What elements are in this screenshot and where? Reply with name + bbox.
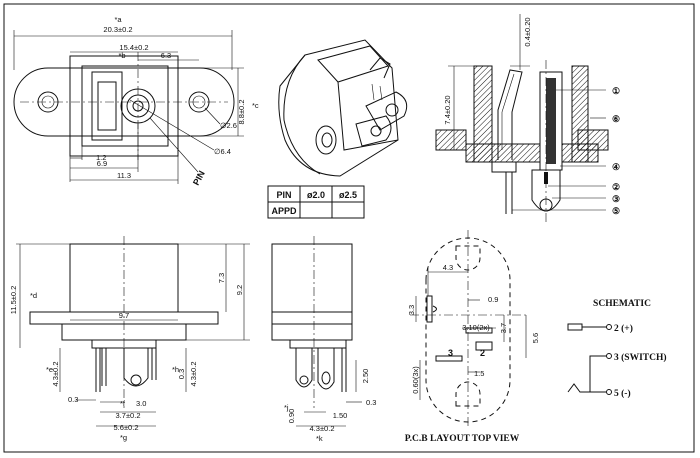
callout-4: ④	[612, 162, 620, 172]
dim-mount-hole: ∅2.6	[220, 121, 237, 130]
pcb-outline	[425, 237, 511, 423]
isometric-view	[278, 39, 408, 177]
dim-total-height: 9.2	[235, 285, 244, 295]
dim-to-center: 11.3	[117, 171, 131, 180]
schematic-switch-line	[589, 355, 606, 392]
callout-3: ③	[612, 194, 620, 204]
dim-spacing-37: 3.7±0.2	[116, 411, 141, 420]
dim-h-small: 0.3	[177, 369, 186, 379]
side-body	[271, 243, 353, 313]
dim-spacing-g: 5.6±0.2	[114, 423, 139, 432]
pcb-dim-slot-w: 0.9	[488, 295, 498, 304]
dim-height-c: 8.8±0.2	[237, 100, 246, 125]
front-view: 11.5±0.2 *d 7.3 9.2 9.7 4.3±0.2 *e 4.3±0…	[9, 236, 250, 442]
top-view: *a 20.3±0.2 15.4±0.2 *b 6.3 8.8±0.2 *c ∅…	[13, 15, 259, 187]
schematic: SCHEMATIC 2 (+) 3 (SWITCH) 5 (-)	[567, 299, 667, 399]
schematic-center-pin	[567, 323, 583, 331]
dim-pin-dia: ∅6.4	[214, 147, 231, 156]
ref-a: *a	[114, 15, 122, 24]
iso-lug-bottom	[355, 115, 392, 147]
callout-6: ⑥	[612, 114, 620, 124]
ref-k: *k	[316, 434, 323, 443]
section-dim-height: 7.4±0.20	[443, 95, 452, 124]
pin-table: PIN ø2.0 ø2.5 APPD	[267, 185, 365, 219]
callout-1: ①	[612, 86, 620, 96]
side-dim-pin-w: 0.3	[366, 398, 376, 407]
side-dim-k-w: 4.3±0.2	[310, 424, 335, 433]
pcb-dim-h1: 3.7	[499, 323, 508, 333]
dim-overall-width: 20.3±0.2	[103, 25, 132, 34]
ref-c: *c	[252, 101, 259, 110]
ref-e: *e	[46, 365, 53, 374]
pcb-dim-bottom: 0.60(3x)	[411, 366, 420, 394]
pcb-slot-left	[426, 295, 433, 323]
side-dim-j-w: 0.90	[287, 409, 296, 424]
side-dim-pin-h: 2.50	[361, 369, 370, 384]
dim-body-width: 9.7	[119, 311, 129, 320]
dim-w-left: 0.3	[68, 395, 78, 404]
iso-socket	[315, 125, 337, 155]
dim-overall-height: 11.5±0.2	[9, 286, 18, 315]
schematic-pin-5: 5 (-)	[614, 388, 631, 399]
callout-2: ②	[612, 182, 620, 192]
dim-left-off: 1.2	[96, 153, 106, 162]
section-view: 7.4±0.20 0.4±0.20 ① ⑥ ④ ② ③ ⑤	[435, 14, 620, 222]
ref-h: *h	[172, 365, 179, 374]
pcb-dim-slot-len: 3.3	[407, 305, 416, 315]
ref-b: *b	[118, 51, 125, 60]
connector-body-top	[69, 55, 179, 157]
pin-table-header-pin: PIN	[276, 190, 291, 200]
pin-table-header-20: ø2.0	[307, 190, 325, 200]
dim-width-b: 15.4±0.2	[119, 43, 148, 52]
pin-callout-label: PIN	[191, 169, 207, 187]
pcb-dim-slot-pitch: 3.10(2x)	[462, 323, 490, 332]
pcb-layout-title: P.C.B LAYOUT TOP VIEW	[405, 434, 520, 444]
sheet-border	[3, 3, 695, 453]
schematic-pin-3: 3 (SWITCH)	[614, 352, 667, 363]
front-terminal	[123, 348, 149, 387]
schematic-ground-line	[567, 383, 606, 393]
dim-spacing-f: 3.0	[136, 399, 146, 408]
pcb-pad-3: 3	[448, 348, 453, 358]
ref-g: *g	[120, 433, 127, 442]
pin-table-row-appd: APPD	[271, 206, 297, 216]
section-dim-gap: 0.4±0.20	[523, 17, 532, 46]
pin-table-header-25: ø2.5	[339, 190, 357, 200]
schematic-title: SCHEMATIC	[593, 299, 651, 309]
pcb-dim-h2: 5.6	[531, 333, 540, 343]
callout-5: ⑤	[612, 206, 620, 216]
iso-lug-top	[365, 91, 408, 131]
side-terminal-right	[317, 348, 335, 390]
iso-body-outline	[278, 39, 399, 177]
dim-pin-len-e: 4.3±0.2	[51, 362, 60, 387]
pcb-dim-w: 1.5	[474, 369, 484, 378]
ref-d: *d	[30, 291, 37, 300]
side-dim-pitch: 1.50	[333, 411, 348, 420]
dim-pin-len-h: 4.3±0.2	[189, 362, 198, 387]
ref-f: *f	[120, 399, 126, 408]
pcb-layout: 4.3 3.3 0.9 3.10(2x) 3.7 5.6 1.5 0.60(3x…	[405, 230, 540, 444]
ref-j: *j	[284, 403, 289, 412]
pcb-dim-offset: 4.3	[443, 263, 453, 272]
schematic-pin-2: 2 (+)	[614, 323, 633, 334]
dim-body-height: 7.3	[217, 273, 226, 283]
dim-offset: 6.3	[161, 51, 171, 60]
side-terminal-left	[295, 348, 313, 388]
pcb-pad-2: 2	[480, 348, 485, 358]
side-view: 2.50 0.3 0.90 *j 1.50 4.3±0.2 *k	[271, 236, 376, 443]
pcb-slot-bottom	[435, 355, 463, 362]
dim-to-pin: 6.9	[97, 159, 107, 168]
